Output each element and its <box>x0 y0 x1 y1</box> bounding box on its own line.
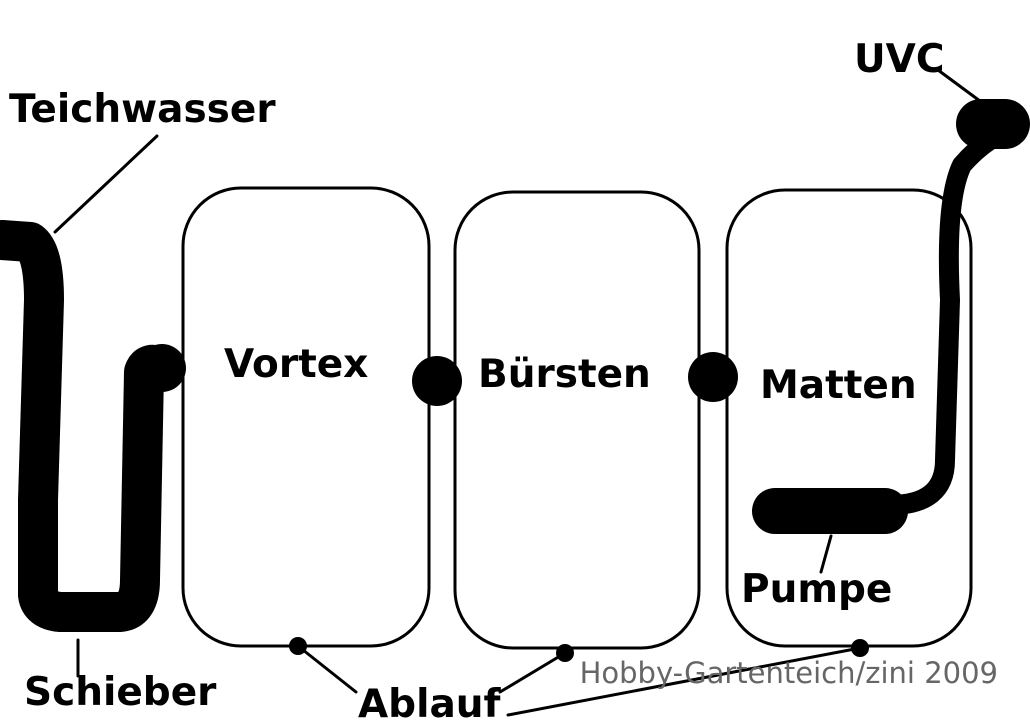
label-schieber: Schieber <box>24 670 217 715</box>
ablauf-leader-vortex <box>296 644 358 694</box>
teichwasser-leader <box>53 134 159 234</box>
ablauf-leader-matten <box>506 646 862 717</box>
ablauf-leader-buersten <box>498 651 567 694</box>
label-buersten: Bürsten <box>478 352 651 397</box>
connector-vortex-buersten <box>412 356 462 406</box>
vortex-chamber <box>181 186 431 648</box>
label-uvc: UVC <box>854 37 944 82</box>
buersten-chamber <box>453 190 701 650</box>
drain-vortex <box>289 637 307 655</box>
pump-block <box>752 488 908 534</box>
label-matten: Matten <box>760 363 917 408</box>
drain-buersten <box>556 644 574 662</box>
label-teichwasser: Teichwasser <box>9 87 276 132</box>
connector-buersten-matten <box>688 352 738 402</box>
uvc-leader <box>936 68 986 106</box>
uvc-unit <box>956 99 1030 149</box>
label-ablauf: Ablauf <box>358 682 502 727</box>
label-pumpe: Pumpe <box>741 567 892 612</box>
outlet-pipe <box>880 130 1000 515</box>
credit-text: Hobby-Gartenteich/zini 2009 <box>580 656 998 690</box>
pumpe-leader <box>819 534 833 574</box>
inlet-pipe <box>0 220 182 632</box>
inlet-pipe-end <box>138 344 186 392</box>
label-vortex: Vortex <box>224 342 368 387</box>
drain-matten <box>851 639 869 657</box>
